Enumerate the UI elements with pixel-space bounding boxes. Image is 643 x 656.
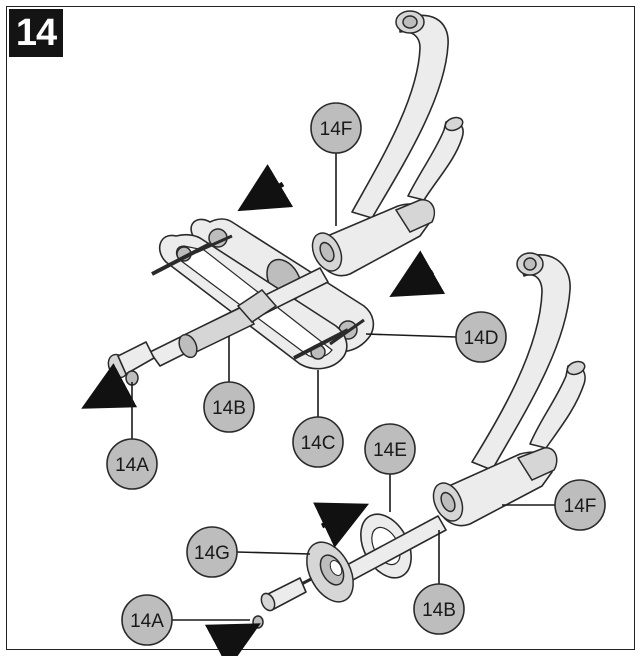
valve-body-top [311,199,436,277]
svg-text:14A: 14A [115,455,149,476]
top-faucet-assembly [81,10,464,409]
callout-14B-top: 14B [203,381,255,433]
callout-14E: 14E [364,423,416,475]
arrow-bottom-nut [204,623,261,656]
arrow-top-right [389,250,446,297]
spout-top [351,10,449,219]
escutcheon-14G [306,541,354,603]
leader-lines [131,153,555,621]
svg-text:14F: 14F [564,496,597,517]
svg-text:14F: 14F [320,119,353,140]
arrow-top-left [237,164,294,212]
nut-14A-bottom [252,577,307,629]
arrow-top-nut [81,363,138,409]
callout-14C: 14C [292,416,344,468]
svg-text:14B: 14B [212,398,246,419]
svg-text:14D: 14D [464,328,499,349]
callout-14A-bottom: 14A [121,594,173,646]
svg-text:14E: 14E [373,440,407,461]
valve-body-bottom [432,447,558,527]
handle-lever-bottom [529,360,586,449]
arrow-bottom-gasket [313,502,370,548]
callout-14D: 14D [455,311,507,363]
cartridge-stem-14B-top [149,267,329,367]
callout-14B-bottom: 14B [413,583,465,635]
svg-text:14G: 14G [194,543,230,564]
nut-14A-top [107,341,155,386]
bottom-faucet-assembly [204,252,586,656]
step-number-badge: 14 [9,9,63,57]
callout-14G: 14G [186,526,238,578]
svg-text:14B: 14B [422,600,456,621]
handle-lever-top [407,116,464,201]
callout-14F-bottom: 14F [554,479,606,531]
callout-14A-top: 14A [106,438,158,490]
callout-14F-top: 14F [310,102,362,154]
svg-text:14C: 14C [301,433,336,454]
svg-text:14A: 14A [130,611,164,632]
bolts-top [151,234,365,360]
